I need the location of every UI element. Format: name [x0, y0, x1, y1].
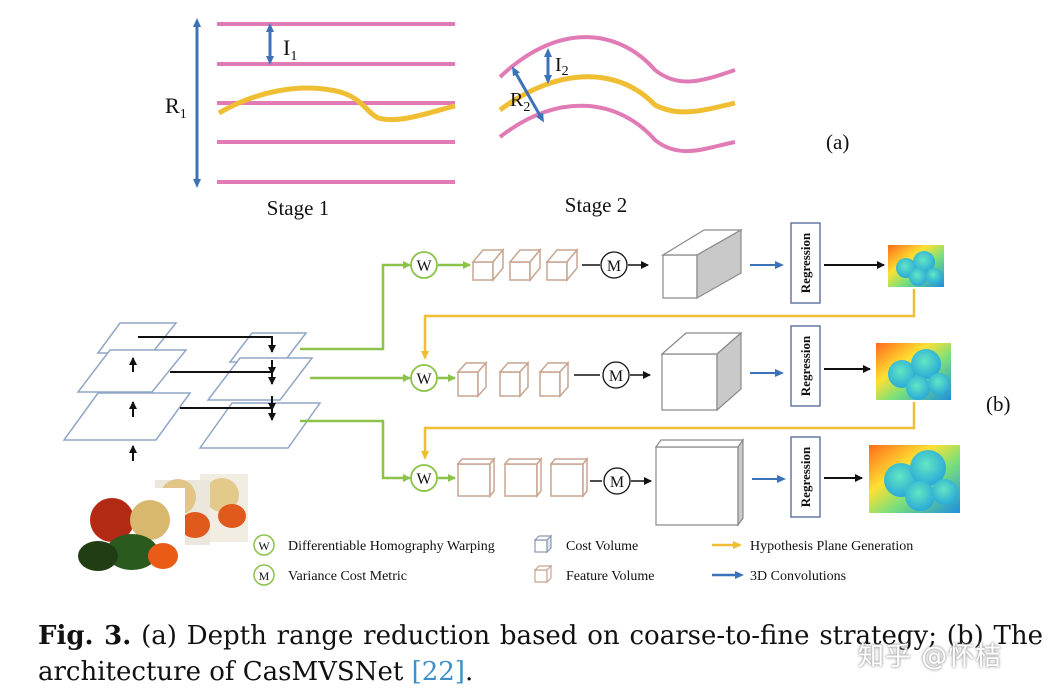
cube-to-metric-lines: [574, 264, 602, 482]
regression-label-1: Regression: [798, 232, 813, 293]
panel-a: I1 R1 Stage 1 I2 R2 Stage 2 (a): [165, 18, 849, 220]
regression-label-3: Regression: [798, 446, 813, 507]
legend-cost-volume-text: Cost Volume: [566, 539, 638, 554]
legend-metric-text: Variance Cost Metric: [288, 569, 407, 584]
metric-to-cost-arrows: [628, 261, 652, 485]
feature-volumes-stage1: [471, 247, 579, 283]
caption-fig-label: Fig. 3.: [38, 621, 132, 651]
caption-period: .: [464, 657, 474, 687]
warp-symbol-1: W: [416, 258, 432, 275]
caption-citation-link[interactable]: [22]: [411, 657, 465, 687]
depth-map-stage1: [888, 245, 944, 287]
legend: W Differentiable Homography Warping M Va…: [253, 534, 913, 586]
green-feature-lines: [300, 261, 411, 482]
feature-volumes-stage2: [456, 361, 570, 398]
warp-nodes: [410, 251, 438, 492]
panel-a-label: (a): [826, 130, 849, 154]
cost-volume-stage2: [660, 331, 743, 412]
metric-symbol-1: M: [607, 258, 621, 275]
cost-volume-stage1: [660, 228, 744, 300]
metric-symbol-2: M: [609, 368, 623, 385]
input-images: [70, 474, 248, 576]
stage1-depth-planes: [217, 22, 455, 184]
depth-map-stage3: [869, 445, 960, 513]
legend-warp-icon: [253, 534, 275, 556]
legend-feature-volume-text: Feature Volume: [566, 569, 655, 584]
metric-nodes: [600, 251, 631, 495]
legend-metric-symbol: M: [259, 569, 270, 583]
caption-text: (a) Depth range reduction based on coars…: [38, 621, 1044, 687]
metric-symbol-3: M: [610, 474, 624, 491]
regression-boxes: [790, 222, 821, 518]
legend-metric-icon: [253, 564, 275, 586]
regression-label-2: Regression: [798, 335, 813, 396]
stage2-label: Stage 2: [565, 193, 627, 217]
legend-warp-text: Differentiable Homography Warping: [288, 539, 495, 554]
stage2-surface-curve: [498, 74, 736, 115]
panel-b: W W W: [62, 222, 1011, 576]
legend-hypothesis-text: Hypothesis Plane Generation: [750, 539, 913, 554]
warp-symbol-3: W: [416, 471, 432, 488]
i2-label: I2: [555, 54, 569, 79]
legend-cost-volume-icon: [533, 534, 553, 554]
hypothesis-plane-lines: [421, 289, 916, 460]
green-w-to-cubes: [438, 261, 471, 482]
stage1-surface-curve: [217, 85, 456, 123]
legend-warp-symbol: W: [258, 539, 270, 553]
r1-label: R1: [165, 93, 187, 122]
depth-map-stage2: [876, 343, 951, 400]
watermark: 知乎 @怀桔: [858, 642, 1003, 672]
legend-conv3d-text: 3D Convolutions: [750, 569, 846, 584]
legend-feature-volume-icon: [533, 564, 553, 584]
feature-pyramid-left: [62, 322, 192, 441]
warp-symbol-2: W: [416, 371, 432, 388]
i1-label: I1: [283, 35, 297, 64]
r2-range-arrow: [512, 66, 544, 123]
stage1-label: Stage 1: [267, 196, 329, 220]
cost-volume-stage3: [654, 438, 745, 527]
feature-volumes-stage3: [456, 456, 589, 499]
conv3d-arrows: [750, 261, 786, 483]
r2-label: R2: [510, 89, 530, 115]
stage2-depth-planes: [498, 35, 736, 154]
panel-b-label: (b): [986, 392, 1011, 416]
regression-to-depth-arrows: [824, 261, 885, 482]
figure-caption: Fig. 3. (a) Depth range reduction based …: [38, 618, 1043, 690]
feature-pyramid-right: [198, 332, 322, 449]
